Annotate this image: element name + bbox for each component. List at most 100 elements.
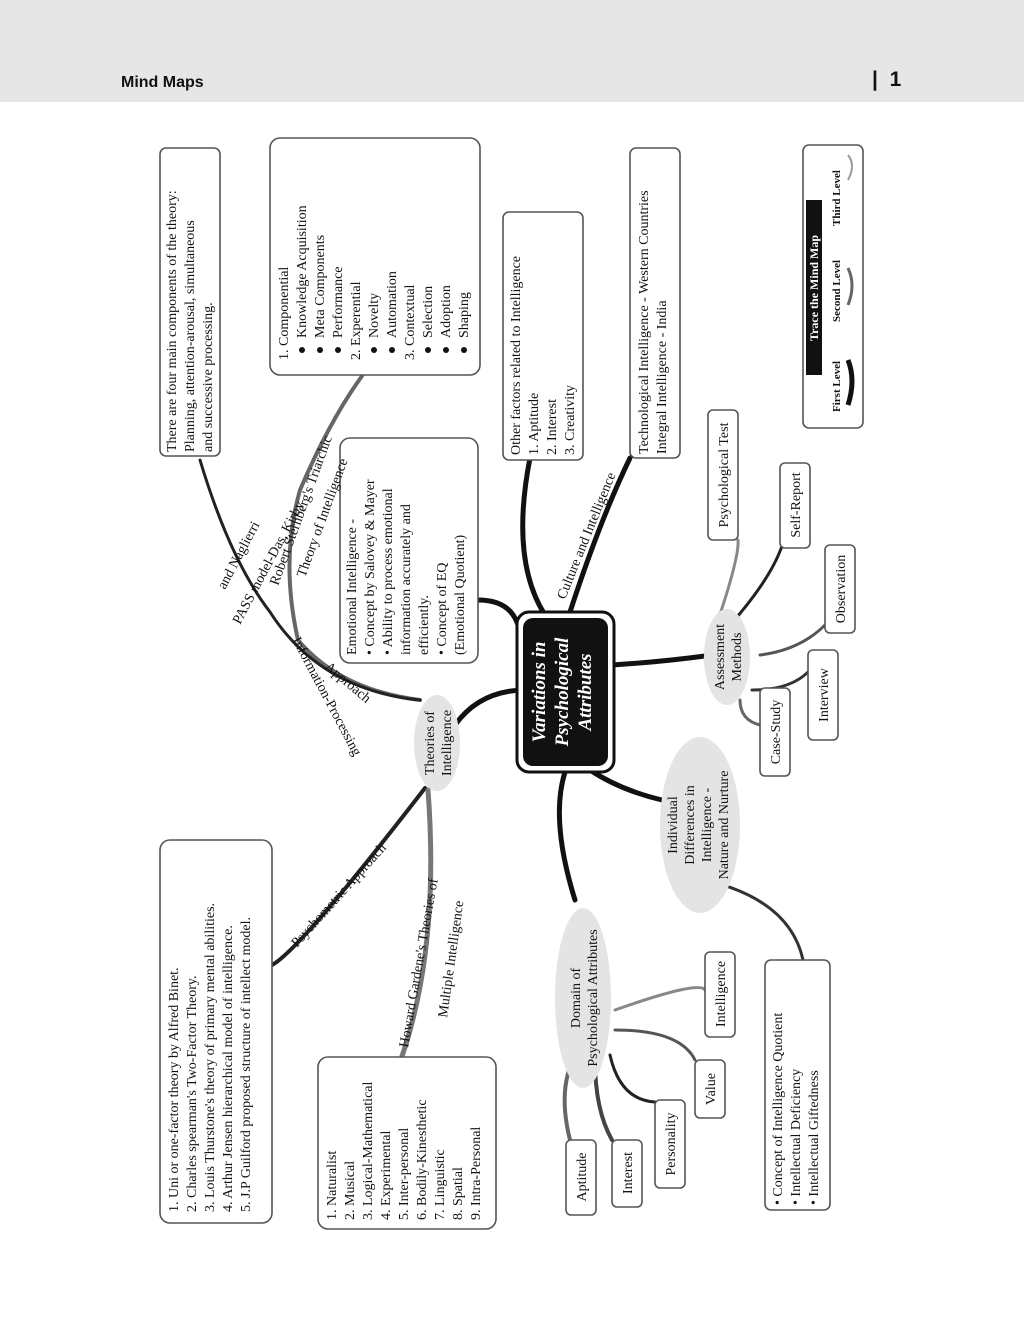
svg-text:Howard Gardene's Theories of: Howard Gardene's Theories of: [397, 877, 442, 1049]
iq-line-1: • Concept of Intelligence Quotient: [771, 1013, 786, 1205]
gardner-interpersonal: 5. Inter-personal: [397, 1128, 412, 1220]
ei-line-1: Emotional Intelligence -: [345, 519, 360, 655]
theories-line-1: Theories of: [423, 711, 438, 775]
central-title-line-3: Attributes: [575, 653, 596, 731]
pass-line-2: Planning, attention-arousal, simultaneou…: [183, 220, 198, 452]
domain-interest: Interest: [611, 1139, 643, 1208]
triarchic-contextual: 3. Contextual: [403, 284, 418, 360]
legend-first-level: First Level: [831, 361, 843, 412]
assessment-line-2: Methods: [730, 633, 745, 682]
gardner-musical: 2. Musical: [343, 1161, 358, 1220]
psychometric-line-3: 3. Louis Thurstone's theory of primary m…: [203, 903, 218, 1212]
domain-line-1: Domain of: [569, 968, 584, 1029]
gardner-intrapersonal: 9. Intra-Personal: [469, 1127, 484, 1220]
svg-text:Psychological Test: Psychological Test: [717, 422, 732, 527]
domain-line-2: Psychological Attributes: [586, 929, 601, 1066]
triarchic-selection: Selection: [421, 286, 436, 338]
gardner-logical: 3. Logical-Mathematical: [361, 1082, 376, 1220]
iq-box: • Concept of Intelligence Quotient • Int…: [764, 959, 831, 1211]
other-factors-aptitude: 1. Aptitude: [527, 393, 542, 455]
page-number: | 1: [872, 68, 902, 91]
legend-second-level: Second Level: [831, 260, 843, 322]
svg-text:Psychometric Approach: Psychometric Approach: [289, 841, 390, 951]
svg-text:Value: Value: [704, 1073, 719, 1105]
assessment-psych-test: Psychological Test: [707, 409, 739, 541]
legend-third-level: Third Level: [831, 170, 843, 226]
gardner-spatial: 8. Spatial: [451, 1167, 466, 1220]
domain-intelligence: Intelligence: [704, 951, 736, 1038]
individual-line-2: Differences in: [683, 785, 698, 864]
triarchic-novelty: Novelty: [367, 293, 382, 338]
iq-line-2: • Intellectual Deficiency: [789, 1069, 804, 1205]
assessment-line-1: Assessment: [713, 624, 728, 690]
ei-line-4: information accurately and: [399, 504, 414, 655]
svg-text:Interview: Interview: [817, 667, 832, 722]
psychometric-box: 1. Uni or one-factor theory by Alfred Bi…: [159, 839, 273, 1224]
legend-first-level-swatch: [845, 359, 855, 406]
other-factors-interest: 2. Interest: [545, 399, 560, 455]
ei-line-3: • Ability to process emotional: [381, 488, 396, 655]
triarchic-meta: Meta Components: [313, 235, 328, 338]
triarchic-componential: 1. Componential: [277, 267, 292, 360]
individual-node: Individual Differences in Intelligence -…: [660, 737, 740, 913]
ei-box: Emotional Intelligence - • Concept by Sa…: [339, 437, 479, 664]
individual-line-3: Intelligence -: [700, 788, 715, 863]
triarchic-box: 1. Componential Knowledge Acquisition Me…: [269, 137, 481, 376]
label-psychometric: Psychometric Approach: [289, 841, 390, 951]
domain-personality: Personality: [654, 1099, 686, 1189]
svg-text:Observation: Observation: [834, 555, 849, 623]
page-header: Mind Maps | 1: [0, 0, 1024, 102]
theories-line-2: Intelligence: [440, 710, 455, 776]
theories-node: Theories of Intelligence: [414, 695, 460, 791]
central-node: Variations in Psychological Attributes: [515, 610, 616, 774]
triarchic-performance: Performance: [331, 266, 346, 338]
header-title: Mind Maps: [121, 74, 204, 91]
gardner-box: 1. Naturalist 2. Musical 3. Logical-Math…: [317, 1056, 497, 1230]
ei-line-7: (Emotional Quotient): [453, 535, 468, 655]
legend-title: Trace the Mind Map: [807, 235, 821, 341]
psychometric-line-2: 2. Charles spearman's Two-Factor Theory.: [185, 975, 200, 1212]
psychometric-line-4: 4. Arthur Jensen hierarchical model of i…: [221, 925, 236, 1212]
svg-text:Personality: Personality: [664, 1113, 679, 1176]
ei-line-6: • Concept of EQ: [435, 563, 450, 655]
assessment-interview: Interview: [807, 649, 839, 741]
culture-box: Technological Intelligence - Western Cou…: [629, 147, 681, 459]
domain-value: Value: [694, 1059, 726, 1119]
psychometric-line-5: 5. J.P Guilford proposed structure of in…: [239, 917, 254, 1212]
domain-node: Domain of Psychological Attributes: [555, 908, 611, 1088]
svg-text:Multiple Intelligence: Multiple Intelligence: [436, 900, 467, 1019]
assessment-observation: Observation: [824, 544, 856, 634]
pass-box: There are four main components of the th…: [159, 147, 221, 457]
triarchic-experential: 2. Experential: [349, 281, 364, 360]
label-culture: Culture and Intelligence: [555, 470, 620, 601]
culture-technological: Technological Intelligence - Western Cou…: [637, 190, 652, 454]
ei-line-2: • Concept by Salovey & Mayer: [363, 479, 378, 655]
gardner-experimental: 4. Experimental: [379, 1130, 394, 1220]
legend-third-level-swatch: [847, 154, 853, 181]
domain-aptitude: Aptitude: [565, 1139, 597, 1216]
triarchic-knowledge: Knowledge Acquisition: [295, 205, 310, 338]
svg-text:Culture and Intelligence: Culture and Intelligence: [555, 470, 620, 601]
gardner-linguistic: 7. Linguistic: [433, 1149, 448, 1220]
assessment-node: Assessment Methods: [704, 609, 750, 705]
individual-line-1: Individual: [666, 796, 681, 854]
svg-text:Interest: Interest: [621, 1152, 636, 1194]
individual-line-4: Nature and Nurture: [717, 771, 732, 880]
assessment-case-study: Case-Study: [759, 687, 791, 777]
psychometric-line-1: 1. Uni or one-factor theory by Alfred Bi…: [167, 967, 182, 1212]
assessment-self-report: Self-Report: [779, 462, 811, 549]
ei-line-5: efficiently.: [417, 595, 432, 655]
gardner-naturalist: 1. Naturalist: [325, 1151, 340, 1220]
other-factors-creativity: 3. Creativity: [563, 385, 578, 455]
svg-text:Case-Study: Case-Study: [769, 700, 784, 765]
culture-integral: Integral Intelligence - India: [655, 300, 670, 454]
svg-text:Self-Report: Self-Report: [789, 472, 804, 537]
central-title-line-1: Variations in: [529, 642, 550, 743]
svg-text:Intelligence: Intelligence: [714, 961, 729, 1027]
gardner-bodily: 6. Bodily-Kinesthetic: [415, 1099, 430, 1220]
other-factors-title: Other factors related to Intelligence: [509, 256, 524, 455]
triarchic-automation: Automation: [385, 271, 400, 338]
iq-line-3: • Intellectual Giftedness: [807, 1070, 822, 1205]
other-factors-box: Other factors related to Intelligence 1.…: [502, 211, 584, 461]
